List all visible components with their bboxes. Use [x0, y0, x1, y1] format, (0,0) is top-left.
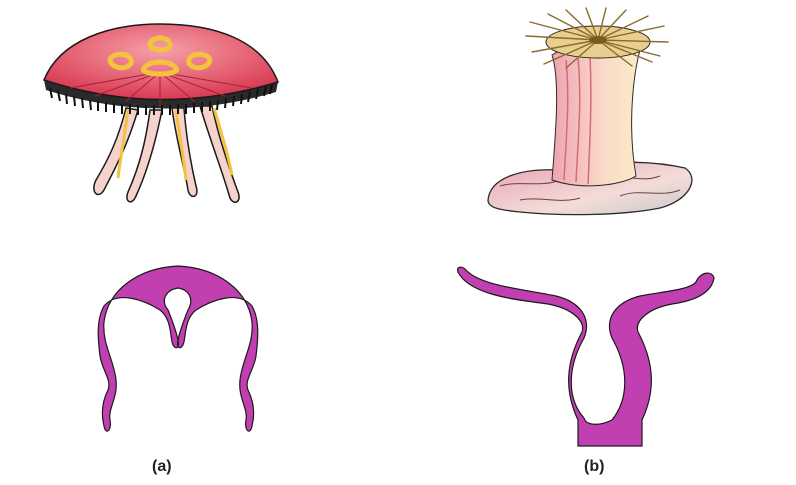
caption-b: (b) [584, 458, 605, 475]
polyp-column-stripes [563, 55, 592, 185]
medusa-illustration [43, 23, 279, 203]
medusa-fringe [44, 80, 278, 109]
caption-a: (a) [152, 458, 172, 475]
polyp-section-diagram [457, 266, 715, 447]
medusa-radial-canals [69, 71, 253, 106]
medusa-fringe-ticks [49, 83, 273, 115]
polyp-illustration [487, 7, 693, 216]
medusa-section-diagram [97, 265, 259, 432]
medusa-gonads [107, 35, 213, 77]
polyp-rock-base [487, 161, 693, 216]
polyp-tentacles [525, 7, 669, 69]
polyp-mouth [589, 36, 607, 44]
medusa-tentacles [93, 105, 240, 203]
